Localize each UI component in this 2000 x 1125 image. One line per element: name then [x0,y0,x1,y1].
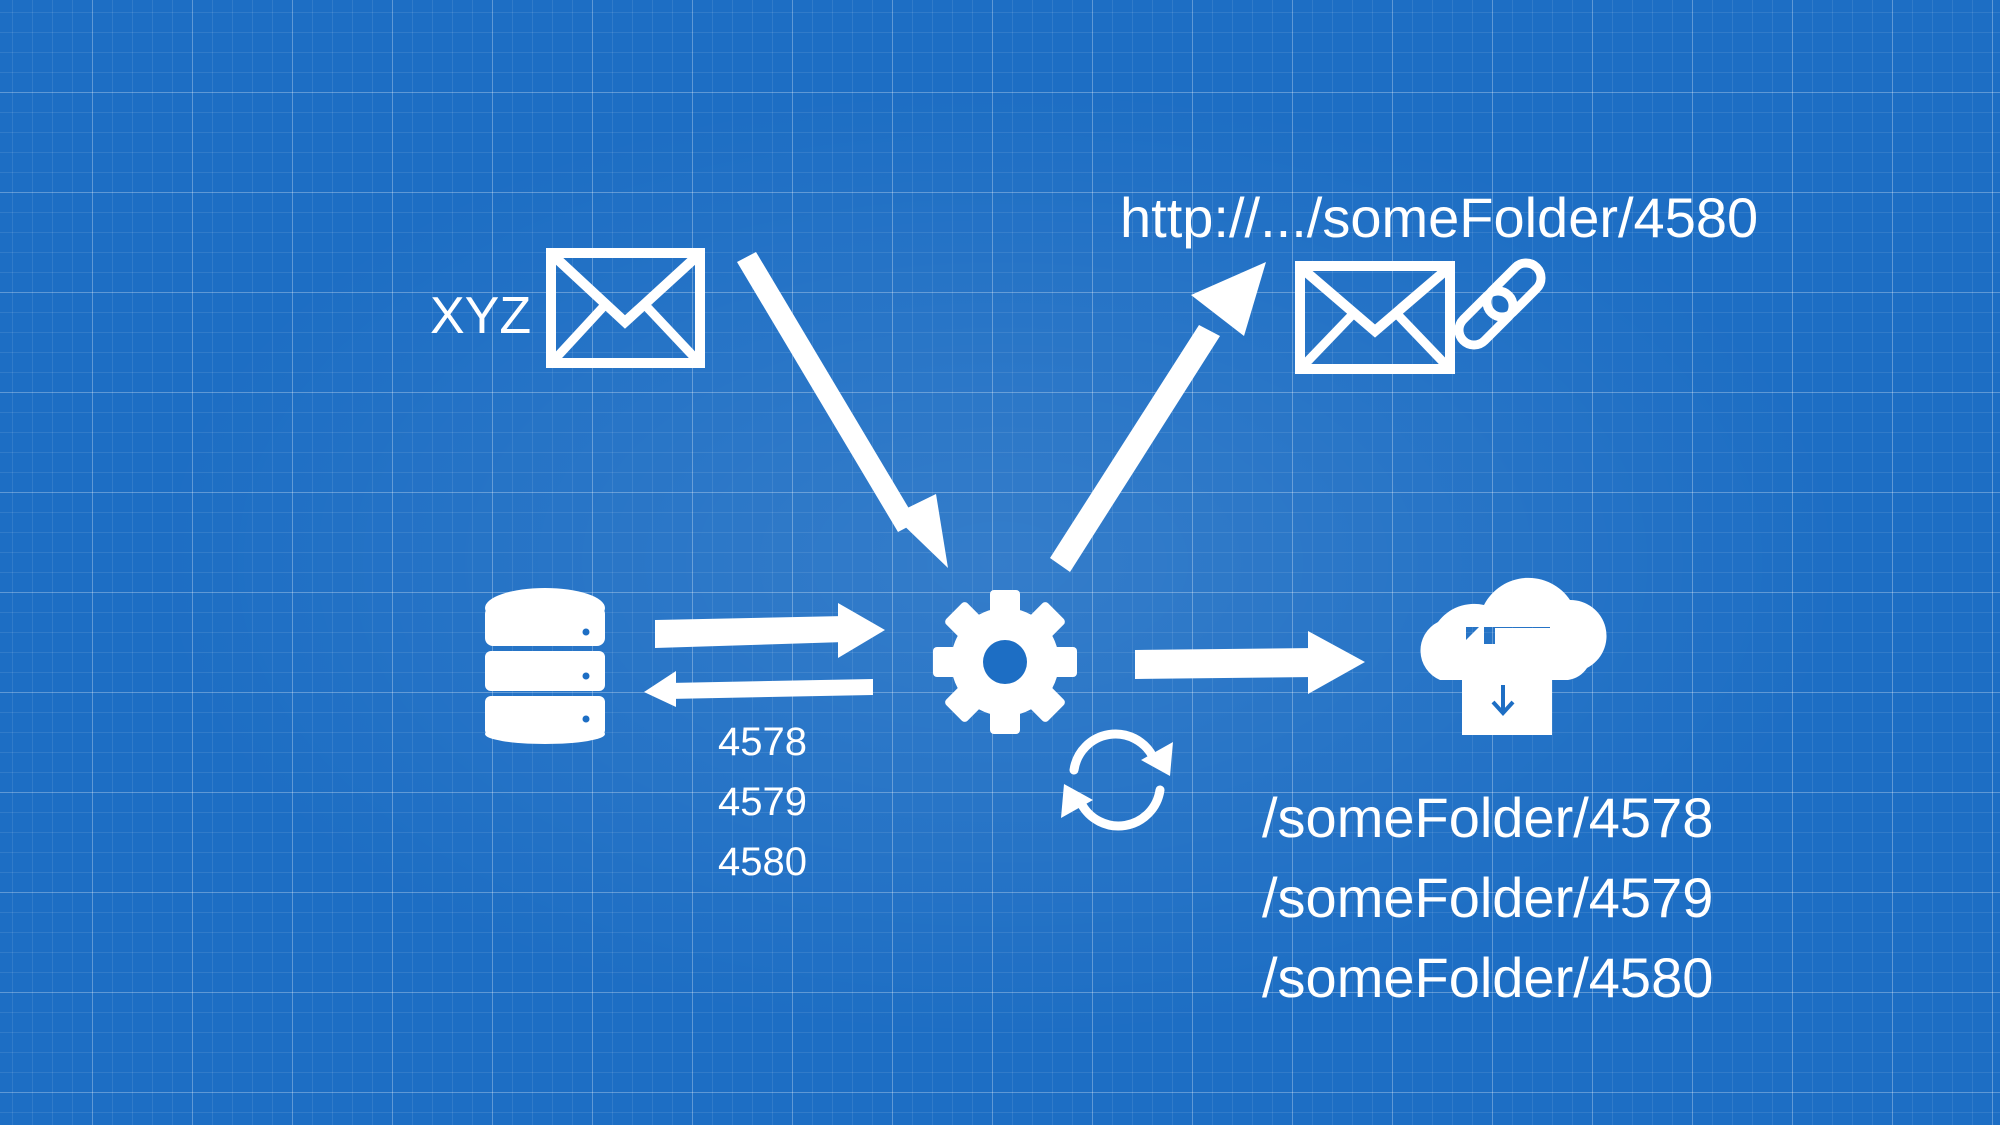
folder-path-item: /someFolder/4579 [1262,866,1714,929]
arrow-gear-to-cloud [1135,631,1365,694]
arrow-gear-to-db [644,671,873,707]
database-icon [485,588,605,744]
email-sender-label: XYZ [430,287,532,345]
id-item: 4578 [718,720,807,764]
sync-icon [1061,729,1173,831]
id-item: 4580 [718,840,807,884]
folder-path-item: /someFolder/4580 [1262,946,1714,1009]
arrow-gear-to-email [1050,262,1266,572]
id-item: 4579 [718,780,807,824]
cloud-download-icon [1420,577,1607,735]
envelope-icon [1295,261,1455,374]
arrow-email-to-gear [737,252,948,568]
arrow-db-to-gear [655,603,885,658]
email-link-url: http://.../someFolder/4580 [1120,186,1759,249]
gear-icon [933,590,1077,734]
link-icon [1454,258,1546,350]
folder-path-list: /someFolder/4578 /someFolder/4579 /someF… [1262,778,1713,1018]
folder-path-item: /someFolder/4578 [1262,786,1714,849]
envelope-icon [546,248,705,368]
id-list: 4578 4579 4580 [718,712,807,892]
